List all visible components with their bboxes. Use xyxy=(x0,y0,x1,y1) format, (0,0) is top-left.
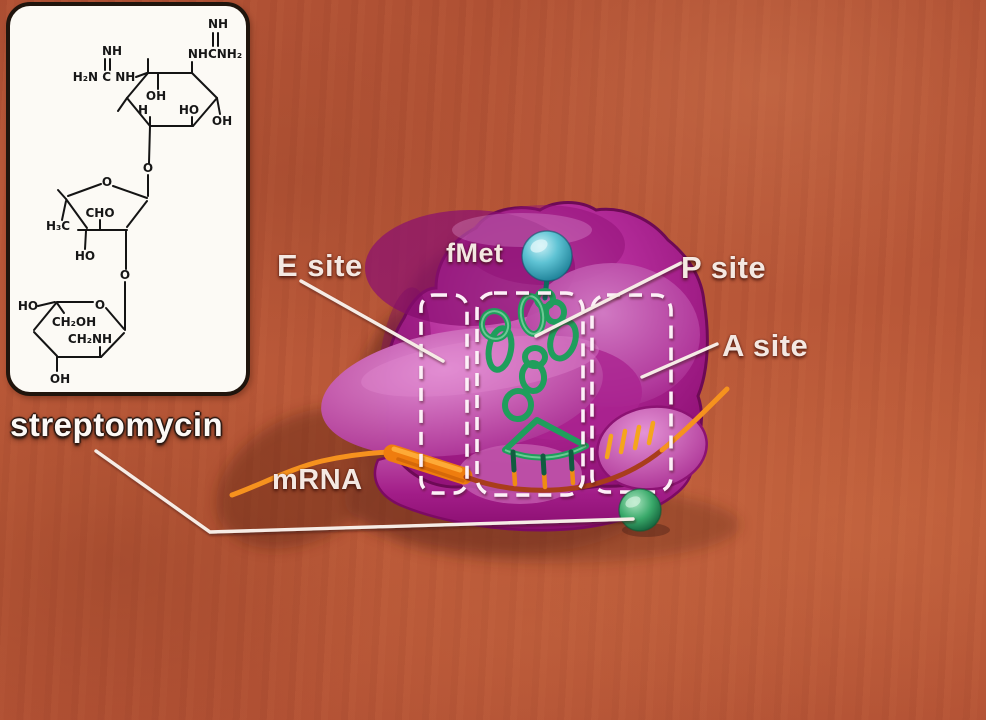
chem-label-nh-right: NH xyxy=(208,17,228,31)
pointer-lines xyxy=(94,261,719,534)
chem-label-oh1: OH xyxy=(146,89,166,103)
p-site-label: P site xyxy=(681,250,767,285)
streptomycin-caption: streptomycin xyxy=(10,406,224,443)
e-site-pointer xyxy=(299,279,445,363)
chem-label-cho: CHO xyxy=(85,206,114,220)
mrna-left xyxy=(229,449,393,498)
chem-label-ho2: HO xyxy=(75,249,95,263)
chem-bonds xyxy=(33,32,221,372)
streptomycin-structure-panel: NH H₂N C NH NH NHCNH₂ OH H HO OH O O CHO… xyxy=(6,2,250,396)
streptomycin-structure: NH H₂N C NH NH NHCNH₂ OH H HO OH O O CHO… xyxy=(18,17,242,386)
chem-label-guanidino-right: NHCNH₂ xyxy=(188,47,242,61)
chem-label-o-ring3: O xyxy=(95,298,105,312)
mrna-start-codon xyxy=(383,444,473,485)
codon-ticks-a-site xyxy=(604,420,656,460)
fmet-label: fMet xyxy=(446,238,504,268)
chem-label-o-glycosidic2: O xyxy=(120,268,130,282)
chem-label-h3c: H₃C xyxy=(46,219,70,233)
chem-label-oh3: OH xyxy=(50,372,70,386)
mrna-right xyxy=(659,386,730,453)
anticodon-prongs xyxy=(510,449,575,476)
mrna-strand xyxy=(229,386,730,498)
trna xyxy=(478,275,589,476)
chem-label-o-ring2: O xyxy=(102,175,112,189)
chem-label-ho1: HO xyxy=(179,103,199,117)
p-site-box xyxy=(475,291,585,497)
chem-label-ho3: HO xyxy=(18,299,38,313)
chem-label-o-glycosidic1: O xyxy=(143,161,153,175)
chem-label-guanidino-left: H₂N C NH xyxy=(73,70,136,84)
streptomycin-pointer xyxy=(94,449,635,534)
chem-labels: NH H₂N C NH NH NHCNH₂ OH H HO OH O O CHO… xyxy=(18,17,242,386)
chem-label-oh2: OH xyxy=(212,114,232,128)
chem-label-nh-left: NH xyxy=(102,44,122,58)
mrna-inner xyxy=(463,447,665,493)
chem-label-ch2nh: CH₂NH xyxy=(68,332,112,346)
p-site-pointer xyxy=(534,261,683,338)
e-site-label: E site xyxy=(277,248,363,283)
e-site-box xyxy=(419,293,469,495)
a-site-label: A site xyxy=(722,328,809,363)
mrna-label: mRNA xyxy=(272,464,363,496)
fmet-sphere xyxy=(521,230,573,282)
chem-label-ch2oh: CH₂OH xyxy=(52,315,96,329)
chem-label-h: H xyxy=(138,103,148,117)
a-site-pointer xyxy=(640,342,719,379)
